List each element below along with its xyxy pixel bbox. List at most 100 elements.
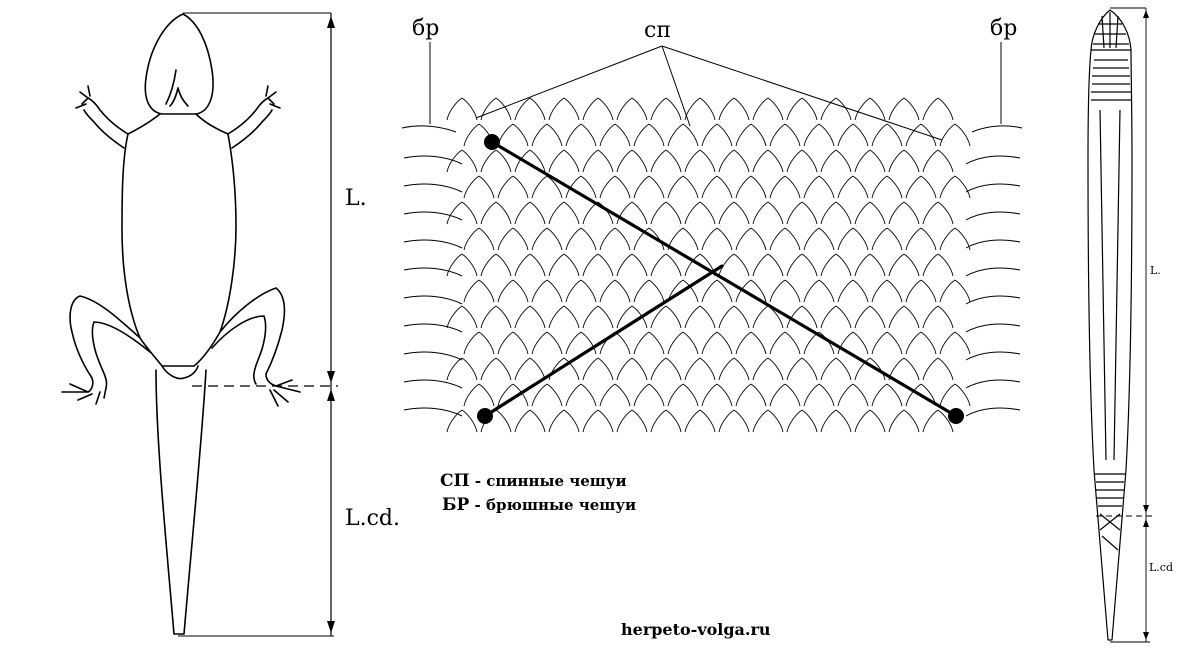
dorsal-scale bbox=[735, 279, 767, 303]
dorsal-scale bbox=[582, 357, 614, 381]
dorsal-scale bbox=[548, 305, 580, 329]
dorsal-scale bbox=[633, 279, 665, 303]
dorsal-scale bbox=[582, 253, 614, 277]
dorsal-scale bbox=[735, 175, 767, 199]
count-point-right bbox=[948, 408, 964, 424]
dorsal-scale bbox=[752, 97, 784, 121]
dorsal-scale bbox=[905, 227, 937, 251]
dorsal-scale bbox=[514, 409, 546, 433]
dorsal-scale bbox=[905, 123, 937, 147]
dorsal-scale bbox=[820, 357, 852, 381]
dorsal-scale bbox=[667, 279, 699, 303]
dorsal-scale bbox=[633, 383, 665, 407]
dorsal-scale bbox=[633, 331, 665, 355]
site-caption: herpeto-volga.ru bbox=[621, 620, 771, 639]
dorsal-scale bbox=[514, 357, 546, 381]
dorsal-scale bbox=[939, 123, 971, 147]
dorsal-scale bbox=[463, 227, 495, 251]
dorsal-scale bbox=[548, 409, 580, 433]
dorsal-scale bbox=[718, 149, 750, 173]
dorsal-scale bbox=[939, 279, 971, 303]
snake-measurement-bars bbox=[1096, 7, 1152, 643]
dorsal-scale bbox=[888, 409, 920, 433]
count-point-start bbox=[484, 134, 500, 150]
dorsal-scale bbox=[820, 305, 852, 329]
dorsal-scale bbox=[820, 201, 852, 225]
dorsal-scale bbox=[837, 227, 869, 251]
dorsal-scale bbox=[769, 123, 801, 147]
dorsal-scale bbox=[633, 175, 665, 199]
scale-count-lines bbox=[483, 140, 958, 418]
dorsal-scale bbox=[922, 149, 954, 173]
dorsal-scale bbox=[939, 175, 971, 199]
dorsal-scale bbox=[565, 175, 597, 199]
dorsal-scale bbox=[888, 357, 920, 381]
dorsal-scale bbox=[871, 331, 903, 355]
dorsal-scale bbox=[701, 175, 733, 199]
dorsal-scale bbox=[769, 331, 801, 355]
dorsal-scale bbox=[871, 383, 903, 407]
dorsal-scale bbox=[667, 175, 699, 199]
dorsal-scale bbox=[514, 305, 546, 329]
dorsal-scale bbox=[803, 227, 835, 251]
dorsal-scale bbox=[939, 383, 971, 407]
dorsal-scale bbox=[599, 175, 631, 199]
dorsal-scale bbox=[735, 383, 767, 407]
ventral-label-right: бр bbox=[990, 16, 1018, 41]
dorsal-scale bbox=[650, 201, 682, 225]
scale-count-points bbox=[477, 134, 964, 424]
dorsal-scale bbox=[922, 305, 954, 329]
dorsal-scale bbox=[769, 279, 801, 303]
dorsal-scale bbox=[786, 149, 818, 173]
dorsal-scale bbox=[667, 331, 699, 355]
dorsal-scale bbox=[820, 149, 852, 173]
dorsal-scale bbox=[548, 149, 580, 173]
dorsal-scale bbox=[854, 97, 886, 121]
dorsal-scale bbox=[446, 97, 478, 121]
dorsal-scale bbox=[820, 409, 852, 433]
dorsal-scale bbox=[769, 383, 801, 407]
dorsal-scale bbox=[599, 279, 631, 303]
dorsal-scale bbox=[480, 97, 512, 121]
dorsal-scale bbox=[820, 253, 852, 277]
dorsal-scale bbox=[735, 123, 767, 147]
dorsal-scale bbox=[531, 331, 563, 355]
dorsal-scale bbox=[446, 253, 478, 277]
dorsal-scale bbox=[871, 123, 903, 147]
dorsal-scale bbox=[497, 175, 529, 199]
dorsal-scale bbox=[480, 253, 512, 277]
lizard-outline bbox=[61, 13, 301, 635]
dorsal-scale bbox=[616, 253, 648, 277]
dorsal-scale bbox=[786, 357, 818, 381]
dorsal-scale bbox=[803, 175, 835, 199]
dorsal-scale bbox=[684, 357, 716, 381]
dorsal-scale bbox=[531, 227, 563, 251]
dorsal-scale bbox=[769, 227, 801, 251]
dorsal-scale bbox=[497, 227, 529, 251]
dorsal-scale bbox=[905, 175, 937, 199]
dorsal-scale bbox=[684, 201, 716, 225]
dorsal-scale bbox=[752, 409, 784, 433]
dorsal-scale bbox=[497, 383, 529, 407]
dorsal-scale bbox=[667, 227, 699, 251]
dorsal-scale bbox=[888, 253, 920, 277]
dorsal-scale bbox=[803, 123, 835, 147]
snake-body-length-label: L. bbox=[1150, 264, 1161, 277]
dorsal-scale bbox=[854, 253, 886, 277]
dorsal-scale bbox=[684, 149, 716, 173]
dorsal-scale bbox=[514, 253, 546, 277]
dorsal-scale bbox=[854, 357, 886, 381]
dorsal-scale bbox=[548, 253, 580, 277]
dorsal-scale bbox=[701, 279, 733, 303]
dorsal-scale bbox=[582, 149, 614, 173]
dorsal-scale bbox=[650, 149, 682, 173]
dorsal-scale bbox=[854, 201, 886, 225]
dorsal-scale bbox=[922, 201, 954, 225]
dorsal-scale bbox=[582, 201, 614, 225]
scale-label-pointers bbox=[429, 42, 1002, 141]
dorsal-scale bbox=[497, 123, 529, 147]
dorsal-scale bbox=[718, 357, 750, 381]
dorsal-scale bbox=[718, 97, 750, 121]
dorsal-scale bbox=[803, 279, 835, 303]
dorsal-scale bbox=[446, 409, 478, 433]
